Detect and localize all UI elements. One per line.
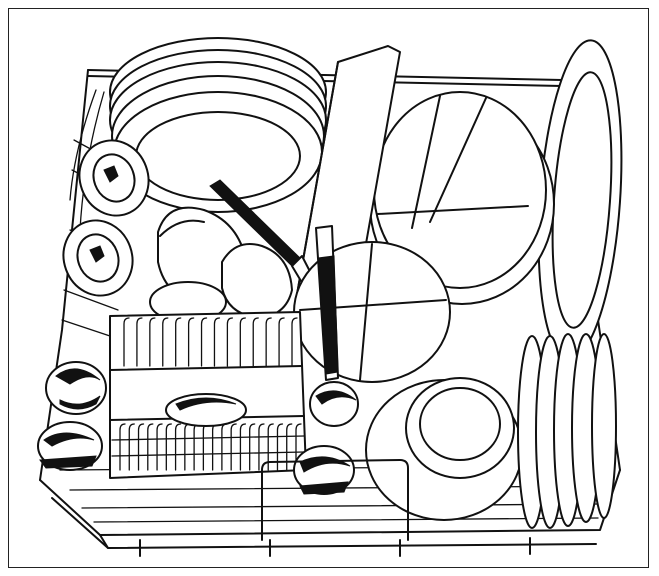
basket-tine	[136, 317, 143, 367]
basket-tine	[265, 317, 272, 367]
basket-tine	[295, 423, 302, 471]
rack-base	[39, 465, 621, 557]
basket-tine	[123, 317, 130, 367]
glass-right-bottom	[293, 445, 355, 495]
bowl	[365, 377, 523, 521]
basket-top-tines	[123, 317, 298, 367]
basket-tine	[291, 317, 298, 367]
basket-tine	[286, 423, 293, 471]
basket-tine	[147, 423, 154, 471]
basket-tine	[165, 423, 172, 471]
basket-tine	[249, 423, 256, 471]
basket-tine	[239, 317, 246, 367]
basket-tine	[267, 423, 274, 471]
saucer-top	[78, 139, 150, 217]
cup-basket-middle	[165, 393, 247, 427]
basket-tine	[230, 423, 237, 471]
basket-tine	[187, 317, 195, 367]
basket-tine	[252, 317, 259, 367]
basket-tine	[258, 423, 265, 471]
basket-tine	[276, 423, 284, 471]
rack-front-handle	[261, 459, 409, 541]
glass-right-top	[309, 381, 359, 427]
cup-right	[221, 243, 293, 319]
basket-tine	[213, 317, 221, 367]
basket-tine	[128, 423, 135, 471]
basket-tine	[278, 317, 285, 367]
basket-tine	[174, 423, 182, 471]
pot-lid	[293, 225, 451, 383]
basket-tine	[226, 317, 234, 367]
basket-tine	[149, 317, 156, 367]
basket-tine	[119, 423, 126, 471]
rack-feet	[139, 537, 531, 557]
basket-tine	[175, 317, 182, 367]
basket-tine	[162, 317, 169, 367]
basket-tine	[156, 423, 163, 471]
stacked-dinner-plates	[109, 37, 327, 213]
saucer-bottom	[62, 219, 134, 297]
glass-left-bottom	[37, 421, 103, 471]
basket-tine	[200, 317, 208, 367]
basket-tine	[137, 423, 145, 471]
basket-tine	[239, 423, 247, 471]
glass-left-top	[45, 361, 107, 415]
front-plates	[517, 333, 617, 529]
